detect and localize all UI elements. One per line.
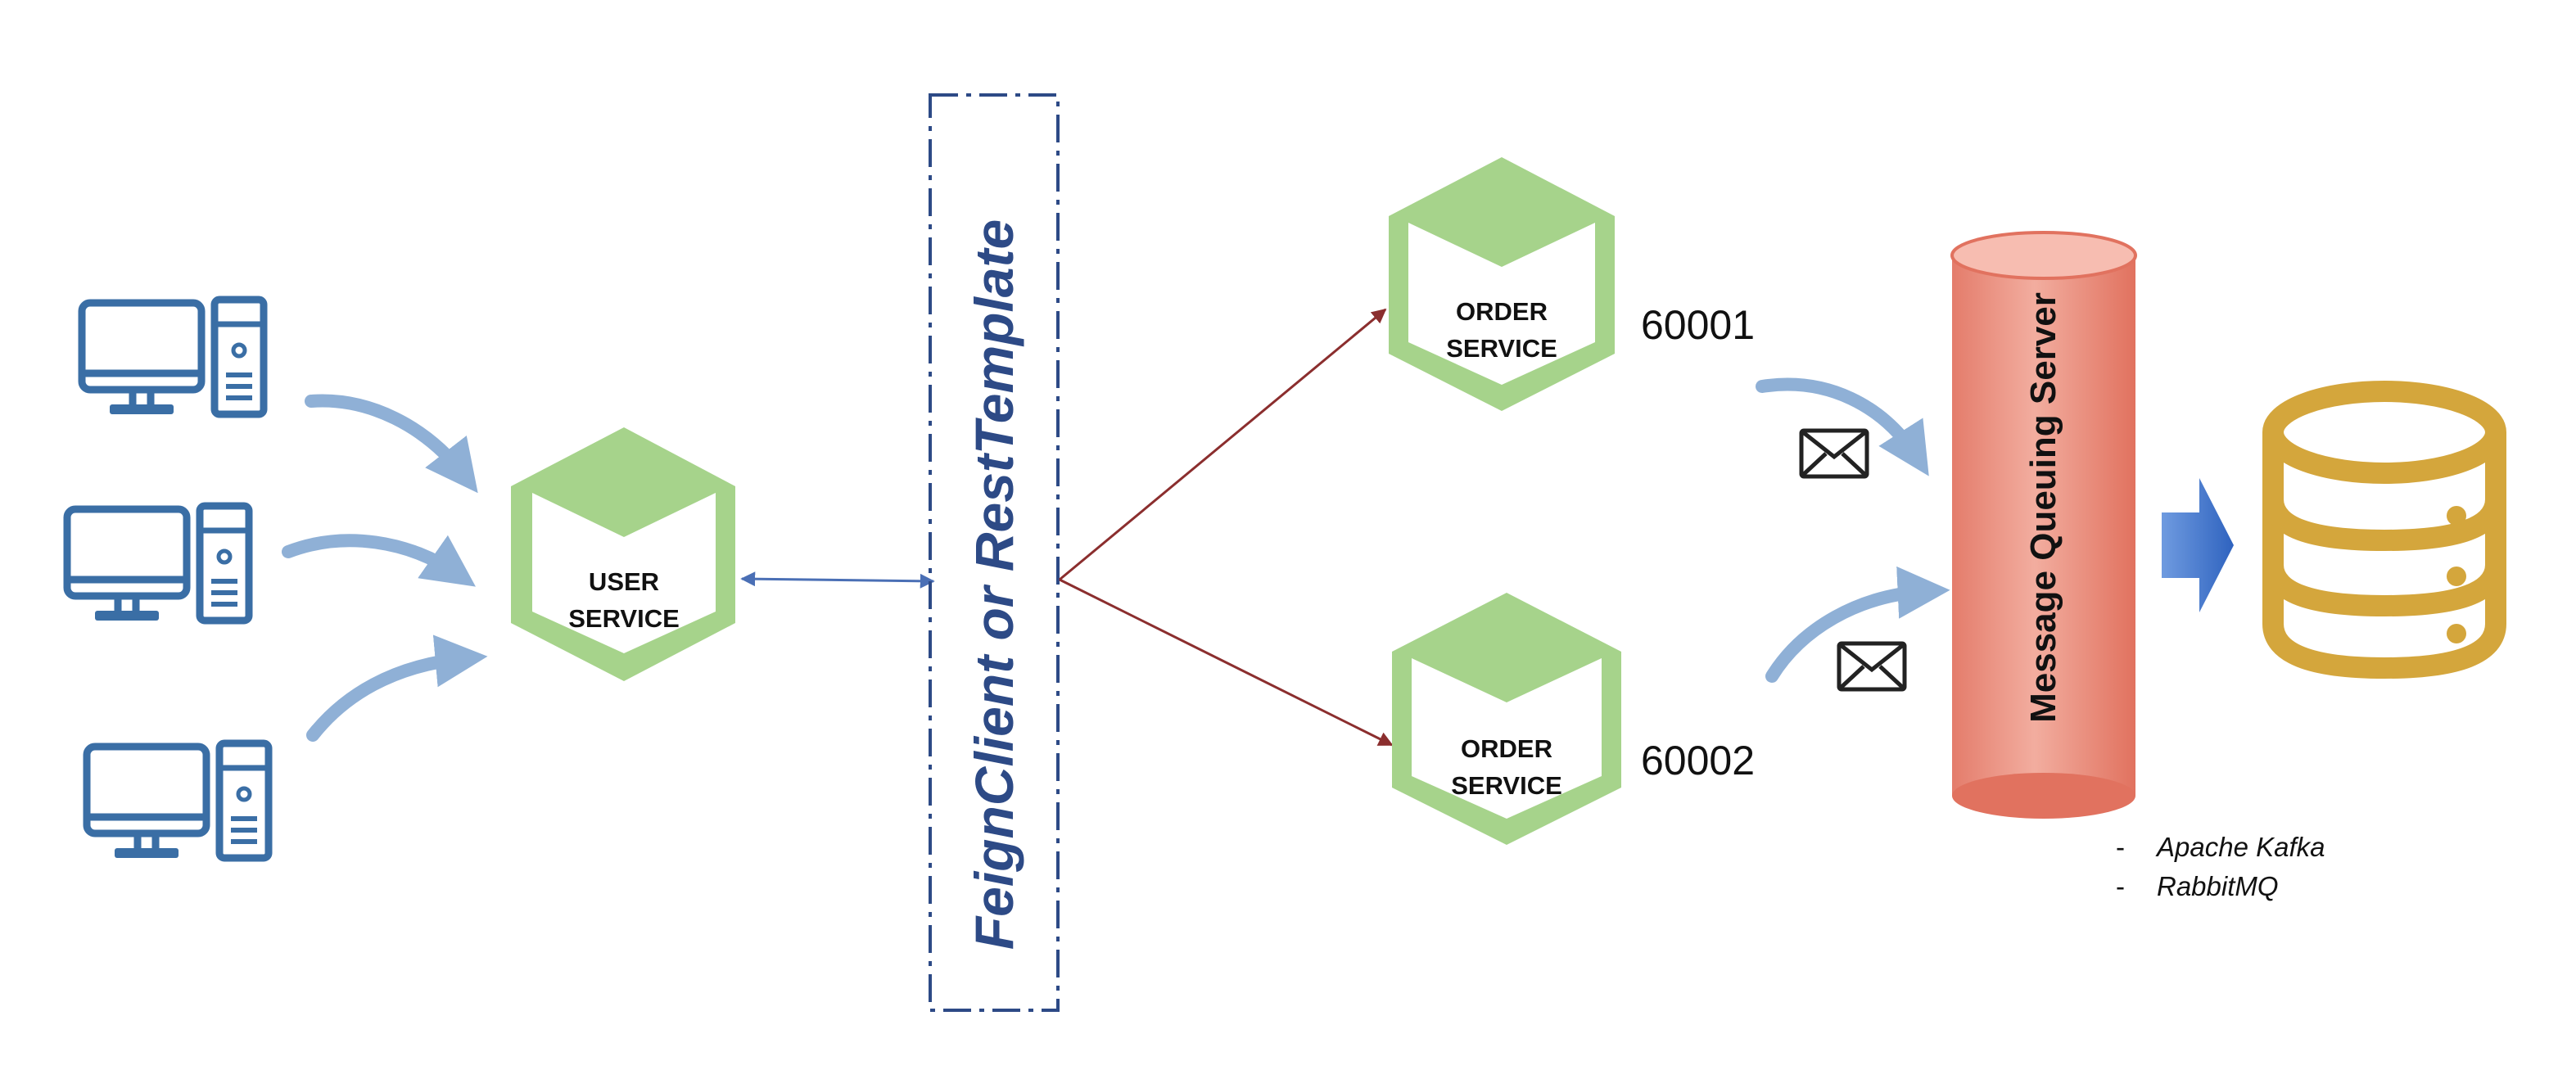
message-2-envelope-icon: [1839, 643, 1905, 689]
gateway-label: FeignClient or RestTemplate: [964, 219, 1024, 950]
client-computer-2-icon: [67, 506, 249, 621]
order-service-2-label-line1: ORDER: [1461, 734, 1552, 764]
queue-technology-rabbitmq: -RabbitMQ: [2116, 871, 2279, 901]
gateway-to-order-service-1-connector: [1059, 308, 1387, 581]
order-service-2-port: 60002: [1641, 738, 1756, 783]
message-queue-label: Message Queuing Server: [2023, 292, 2063, 723]
user-service-label-line1: USER: [588, 567, 660, 597]
order-service-1-hexagon: [1389, 157, 1615, 411]
client-arrow-3: [306, 634, 488, 742]
order-1-to-queue-arrow: [1756, 377, 1929, 476]
order-service-1-label: ORDER SERVICE: [1446, 294, 1557, 368]
client-request-arrows: [282, 394, 488, 742]
client-computer-1-icon: [82, 300, 264, 414]
queue-technology-kafka-text: Apache Kafka: [2157, 832, 2325, 862]
gateway-box: [929, 93, 1060, 1012]
message-1-envelope-icon: [1801, 431, 1867, 476]
order-2-to-queue-arrow: [1765, 566, 1950, 683]
user-service-label: USER SERVICE: [568, 564, 680, 638]
order-service-1-label-line1: ORDER: [1456, 297, 1548, 327]
user-service-hexagon: [511, 427, 735, 681]
database-icon: [2262, 381, 2506, 679]
message-queue-cylinder: [1950, 231, 2137, 819]
user-service-label-line2: SERVICE: [568, 604, 680, 633]
gateway-to-order-service-2-connector: [1059, 578, 1394, 747]
order-service-1-label-line2: SERVICE: [1446, 334, 1557, 363]
client-arrow-1: [305, 394, 478, 494]
database-indicator-dots: [2447, 506, 2466, 643]
order-service-1-port: 60001: [1641, 302, 1756, 348]
order-service-2-label-line2: SERVICE: [1451, 771, 1562, 800]
queue-technology-rabbitmq-text: RabbitMQ: [2157, 871, 2279, 901]
client-computer-3-icon: [87, 743, 269, 858]
queue-technology-kafka: -Apache Kafka: [2116, 832, 2325, 862]
order-service-2-label: ORDER SERVICE: [1451, 731, 1562, 805]
order-service-2-hexagon: [1392, 593, 1621, 845]
queue-to-database-right-arrow-icon: [2162, 478, 2234, 612]
user-to-gateway-connector: [740, 571, 935, 589]
client-arrow-2: [282, 534, 476, 587]
order-to-queue-arrows: [1756, 377, 1950, 683]
